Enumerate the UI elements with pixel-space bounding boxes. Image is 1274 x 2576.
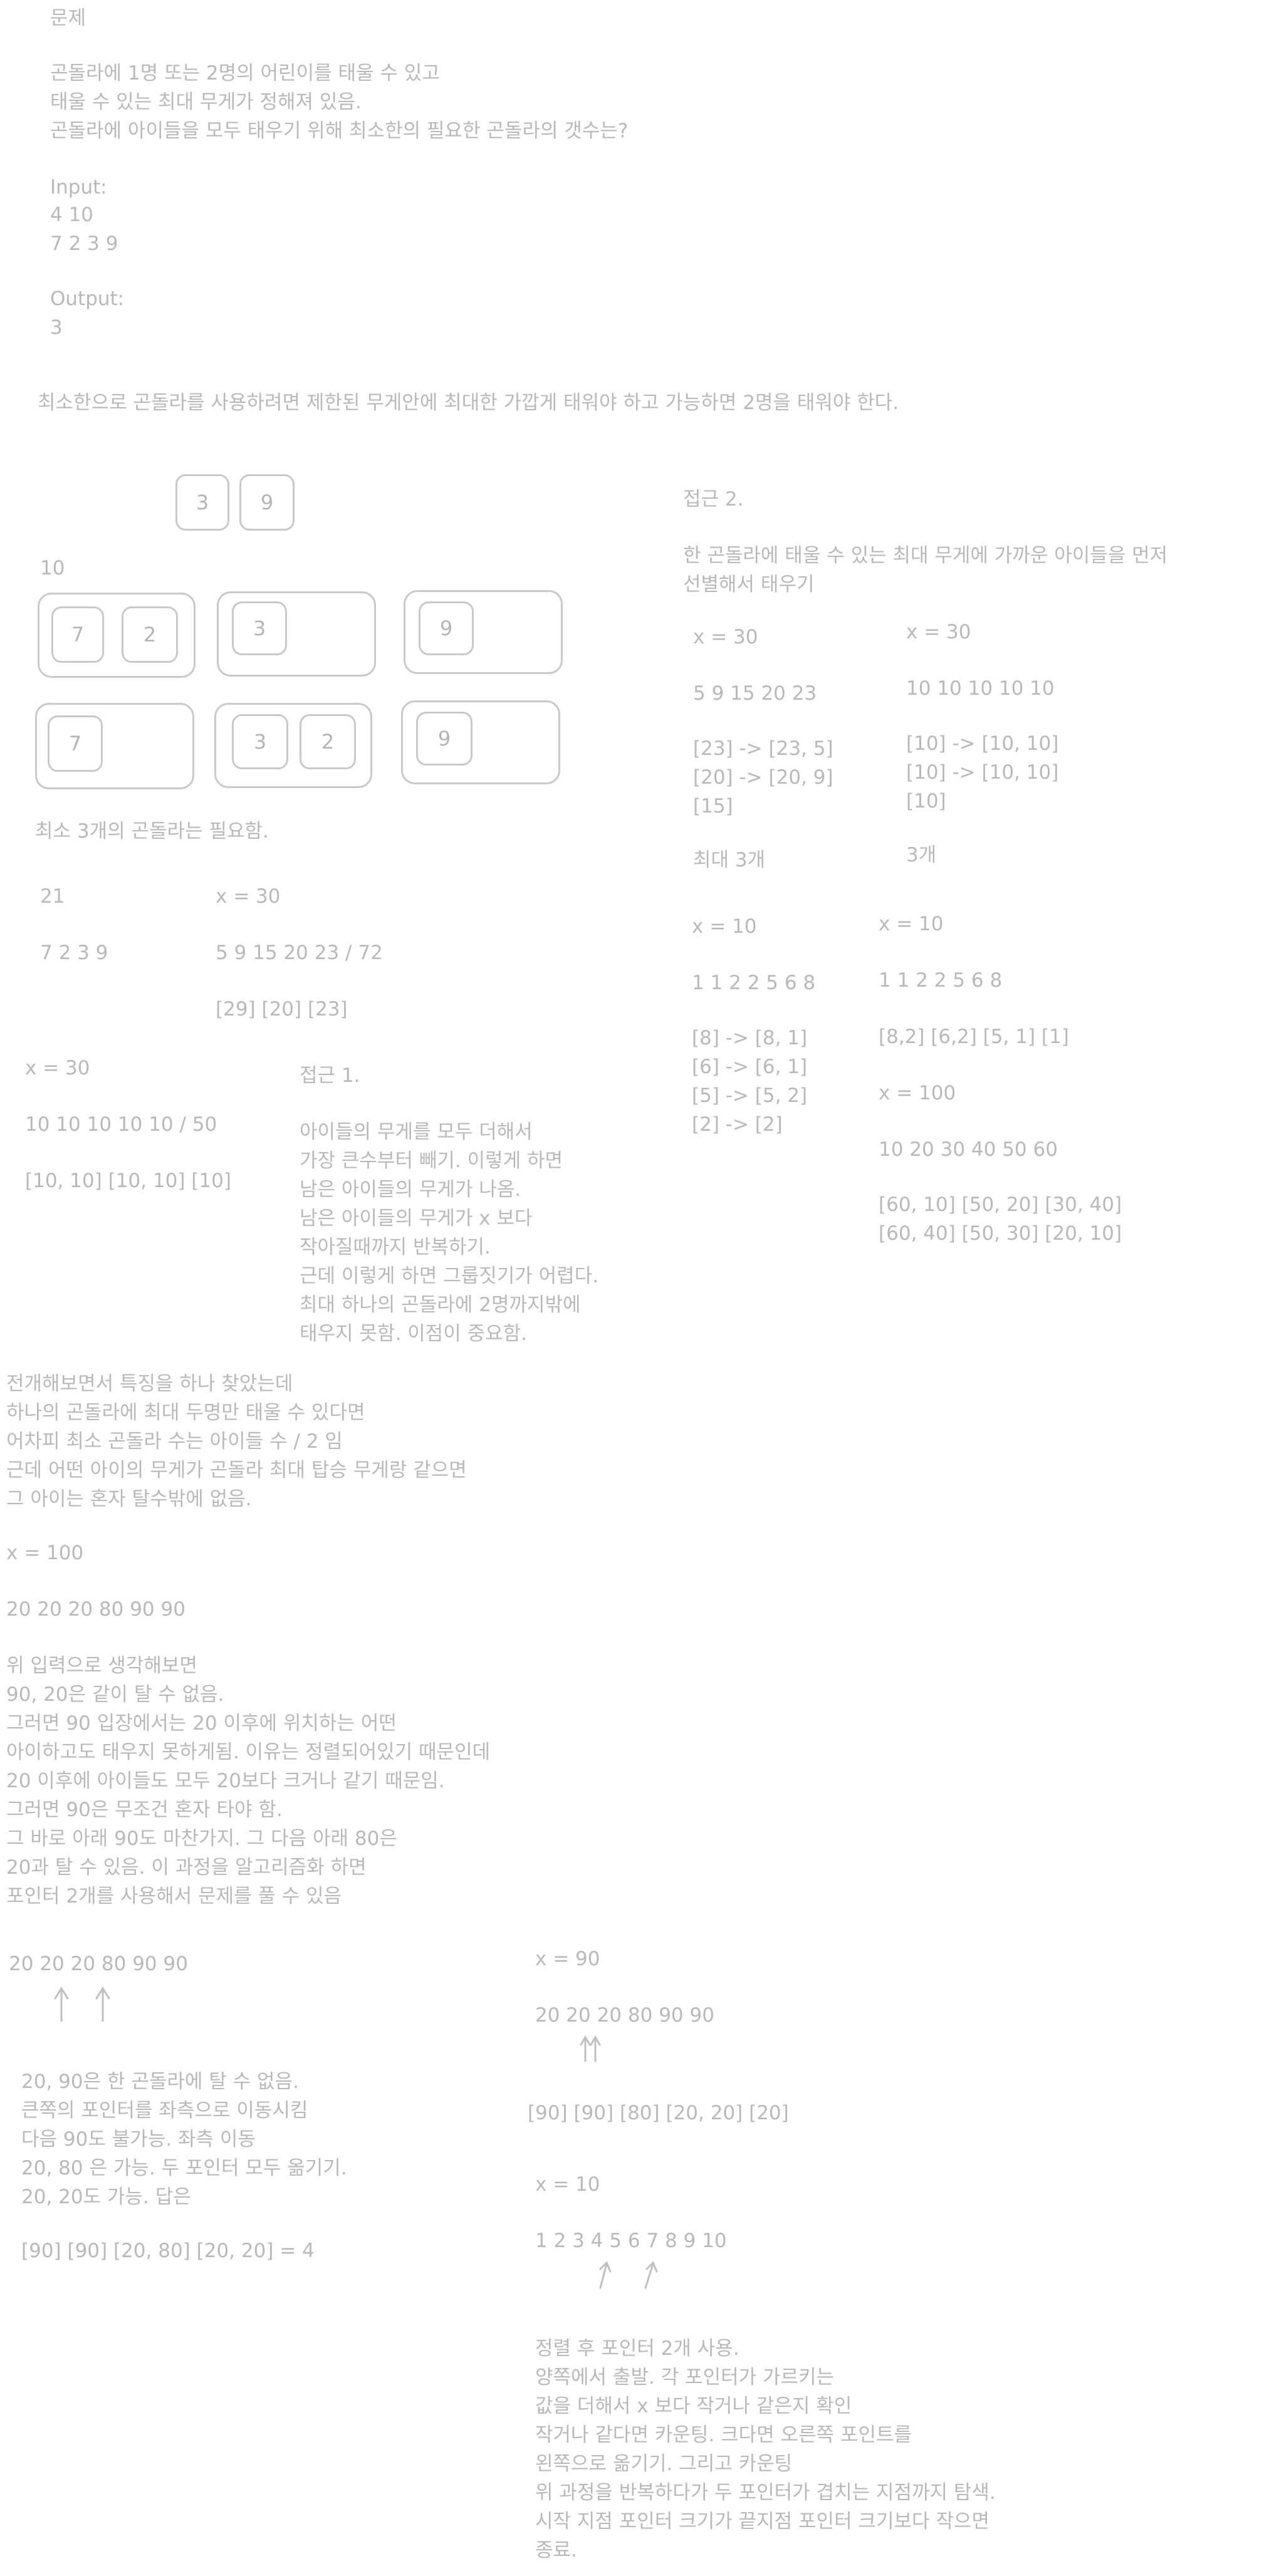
pointer-left-answer: [90] [90] [20, 80] [20, 20] = 4 [21, 2240, 315, 2262]
top-kid-3: 3 [175, 474, 229, 531]
pointer-right-groups90: [90] [90] [80] [20, 20] [20] [528, 2102, 789, 2124]
ex3-steps: [8] -> [8, 1] [6] -> [6, 1] [5] -> [5, 2… [692, 1027, 808, 1136]
ex5-list: 10 20 30 40 50 60 [879, 1138, 1058, 1161]
ex2-list: 10 10 10 10 10 [906, 677, 1055, 700]
weights-groups: [29] [20] [23] [216, 998, 348, 1021]
discovery-reasoning: 위 입력으로 생각해보면 90, 20은 같이 탈 수 없음. 그러면 90 입… [6, 1654, 491, 1908]
ex1-steps: [23] -> [23, 5] [20] -> [20, 9] [15] [693, 737, 833, 818]
up-arrow-icon [95, 1987, 110, 2022]
pointer-left-explain: 20, 90은 한 곤돌라에 탈 수 없음. 큰쪽의 포인터를 좌측으로 이동시… [21, 2070, 347, 2208]
kid-3: 3 [232, 601, 287, 655]
ex1-x: x = 30 [693, 626, 758, 648]
tens-groups: [10, 10] [10, 10] [10] [25, 1170, 231, 1192]
output-label: Output: [50, 288, 125, 310]
up-arrow-icon [580, 2035, 591, 2062]
diagram-caption: 최소 3개의 곤돌라는 필요함. [35, 820, 269, 843]
ex4-x: x = 10 [879, 913, 944, 935]
problem-statement: 곤돌라에 1명 또는 2명의 어린이를 태울 수 있고 태울 수 있는 최대 무… [50, 62, 629, 142]
gondola-r2-2 [214, 703, 372, 788]
ex4-groups: [8,2] [6,2] [5, 1] [1] [879, 1026, 1069, 1048]
problem-heading: 문제 [50, 7, 86, 29]
top-kid-9: 9 [239, 474, 295, 531]
tens-list: 10 10 10 10 10 / 50 [25, 1113, 217, 1136]
kid-2b: 2 [300, 714, 356, 769]
pointer-right-x10: x = 10 [535, 2173, 600, 2196]
ex3-x: x = 10 [692, 915, 757, 938]
kid-9b: 9 [416, 712, 473, 766]
pointer-right-algorithm: 정렬 후 포인터 2개 사용. 양쪽에서 출발. 각 포인터가 가르키는 값을 … [535, 2337, 996, 2562]
pointer-right-list90: 20 20 20 80 90 90 [535, 2004, 714, 2027]
ex1-list: 5 9 15 20 23 [693, 682, 817, 705]
ex3-list: 1 1 2 2 5 6 8 [692, 972, 816, 994]
approach1-body: 아이들의 무게를 모두 더해서 가장 큰수부터 빼기. 이렇게 하면 남은 아이… [300, 1121, 599, 1345]
x-30-label-b: x = 30 [25, 1057, 90, 1079]
discovery-text: 전개해보면서 특징을 하나 찾았는데 하나의 곤돌라에 최대 두명만 태울 수 … [6, 1373, 467, 1510]
kid-2: 2 [122, 606, 178, 663]
pointer-right-list10: 1 2 3 4 5 6 7 8 9 10 [535, 2230, 727, 2252]
ex2-x: x = 30 [906, 621, 971, 643]
kids-list: 7 2 3 9 [40, 942, 108, 964]
weights-list: 5 9 15 20 23 / 72 [216, 942, 383, 964]
gondola-r1-1 [38, 593, 196, 678]
kid-9: 9 [419, 601, 474, 655]
input-label: Input: [50, 176, 107, 199]
up-arrow-icon [644, 2261, 658, 2289]
ex5-groups: [60, 10] [50, 20] [30, 40] [60, 40] [50,… [879, 1193, 1122, 1245]
kid-7: 7 [51, 606, 104, 663]
sum-value: 21 [40, 885, 65, 908]
up-arrow-icon [54, 1987, 69, 2022]
kid-7b: 7 [48, 715, 103, 772]
pointer-right-x90: x = 90 [535, 1948, 600, 1970]
kid-3b: 3 [232, 714, 288, 769]
insight-text: 최소한으로 곤돌라를 사용하려면 제한된 무게안에 최대한 가깝게 태워야 하고… [38, 392, 899, 414]
approach1-title: 접근 1. [300, 1064, 360, 1087]
ex5-x: x = 100 [879, 1082, 956, 1104]
discovery-x: x = 100 [6, 1542, 84, 1564]
approach2-title: 접근 2. [683, 488, 744, 511]
x-30-label: x = 30 [216, 885, 281, 908]
gondola-r2-1 [35, 703, 194, 789]
ex1-result: 최대 3개 [693, 849, 766, 871]
limit-label: 10 [40, 557, 65, 579]
ex2-steps: [10] -> [10, 10] [10] -> [10, 10] [10] [906, 732, 1059, 813]
output-value: 3 [50, 316, 63, 339]
gondola-r1-2 [217, 591, 376, 677]
gondola-r1-3 [404, 590, 563, 674]
ex4-list: 1 1 2 2 5 6 8 [879, 969, 1003, 992]
pointer-left-list: 20 20 20 80 90 90 [9, 1953, 188, 1975]
approach2-desc: 한 곤돌라에 태울 수 있는 최대 무게에 가까운 아이들을 먼저 선별해서 태… [683, 544, 1168, 596]
gondola-r2-3 [401, 700, 560, 784]
discovery-list: 20 20 20 80 90 90 [6, 1598, 185, 1621]
ex2-result: 3개 [906, 844, 937, 866]
input-values: 4 10 7 2 3 9 [50, 204, 118, 255]
up-arrow-icon [590, 2035, 601, 2062]
up-arrow-icon [599, 2261, 612, 2289]
